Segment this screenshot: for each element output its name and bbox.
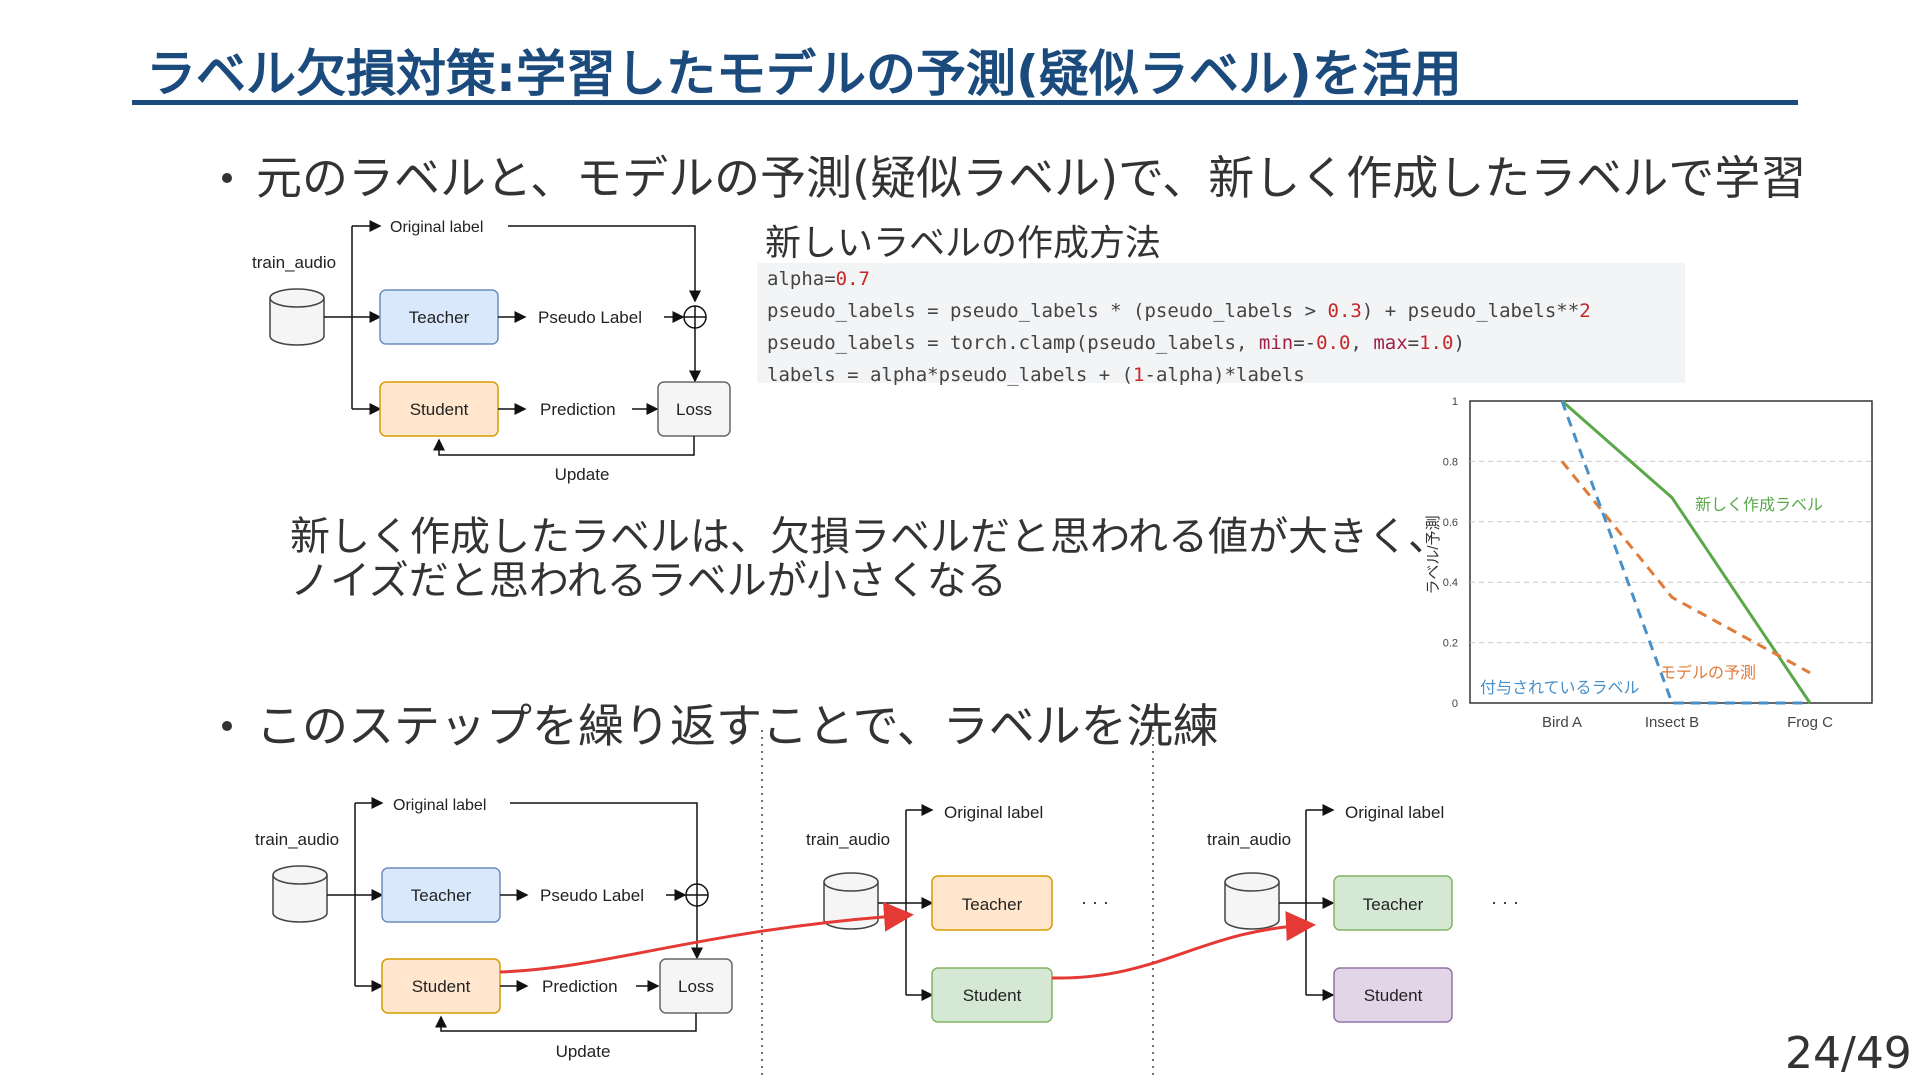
- student-to-teacher-arrow: [499, 901, 914, 974]
- series-label-new: 新しく作成ラベル: [1695, 496, 1823, 514]
- database-icon: [269, 288, 325, 346]
- original-label-text: Original label: [390, 219, 483, 236]
- code-block: alpha=0.7 pseudo_labels = pseudo_labels …: [757, 263, 1685, 386]
- original-label-text: Original label: [944, 803, 1043, 822]
- combine-node-icon: [685, 883, 709, 907]
- method-heading: 新しいラベルの作成方法: [765, 223, 1162, 264]
- update-label: Update: [555, 465, 610, 484]
- bullet-dot: [222, 172, 232, 183]
- bottom-pipeline-step-2: train_audio Original label Teacher Stude…: [806, 803, 1109, 1023]
- note-text: 新しく作成したラベルは、欠損ラベルだと思われる値が大きく、 ノイズだと思われるラ…: [290, 515, 1448, 603]
- train-audio-label: train_audio: [252, 253, 336, 272]
- teacher-label: Teacher: [411, 886, 472, 905]
- train-audio-label: train_audio: [255, 830, 339, 849]
- code-line-2: pseudo_labels = pseudo_labels * (pseudo_…: [767, 300, 1591, 322]
- chart-series: [1560, 399, 1812, 705]
- bullet-dot: [222, 720, 232, 731]
- student-box: [1333, 967, 1453, 1023]
- ellipsis: · · ·: [1081, 892, 1109, 912]
- student-label: Student: [410, 400, 469, 419]
- teacher-label: Teacher: [962, 895, 1023, 914]
- pseudo-label-text: Pseudo Label: [538, 308, 642, 327]
- x-tick-label: Bird A: [1542, 714, 1582, 731]
- chart-grid: [1470, 460, 1872, 644]
- y-tick-label: 0.4: [1443, 577, 1458, 589]
- bullet-2-text: このステップを繰り返すことで、ラベルを洗練: [256, 699, 1219, 753]
- teacher-label: Teacher: [1363, 895, 1424, 914]
- pseudo-label-text: Pseudo Label: [540, 886, 644, 905]
- chart-y-ticks: 0 0.2 0.4 0.6 0.8 1: [1443, 396, 1458, 710]
- train-audio-label: train_audio: [1207, 830, 1291, 849]
- title-underline: [132, 100, 1798, 105]
- combine-node-icon: [683, 305, 707, 329]
- series-label-given: 付与されているラベル: [1480, 679, 1640, 697]
- series-line: [1561, 399, 1812, 704]
- prediction-text: Prediction: [542, 977, 618, 996]
- ellipsis: · · ·: [1491, 892, 1519, 912]
- student-label: Student: [963, 986, 1022, 1005]
- code-line-4: labels = alpha*pseudo_labels + (1-alpha)…: [767, 364, 1305, 386]
- series-label-prediction: モデルの予測: [1660, 663, 1756, 682]
- note-line-2: ノイズだと思われるラベルが小さくなる: [290, 558, 1007, 604]
- student-box: [931, 967, 1053, 1023]
- loss-label: Loss: [678, 977, 714, 996]
- chart-y-label: ラベル/予測: [1425, 515, 1442, 594]
- chart-frame: [1469, 400, 1873, 704]
- code-line-3: pseudo_labels = torch.clamp(pseudo_label…: [767, 332, 1465, 354]
- top-pipeline-diagram: train_audio Original label Teacher Stude…: [252, 219, 731, 484]
- bottom-pipeline-step-1: train_audio Original label Teacher Stude…: [255, 797, 733, 1061]
- teacher-box: [931, 875, 1053, 931]
- bullet-1-text: 元のラベルと、モデルの予測(疑似ラベル)で、新しく作成したラベルで学習: [256, 151, 1807, 205]
- x-tick-label: Frog C: [1787, 714, 1833, 731]
- series-line: [1560, 400, 1810, 705]
- original-label-text: Original label: [393, 797, 486, 814]
- y-tick-label: 0.8: [1443, 456, 1458, 468]
- x-tick-label: Insect B: [1645, 714, 1699, 731]
- bullet-1: 元のラベルと、モデルの予測(疑似ラベル)で、新しく作成したラベルで学習: [222, 142, 1806, 208]
- loss-label: Loss: [676, 400, 712, 419]
- code-line-1: alpha=0.7: [767, 268, 870, 290]
- student-to-teacher-arrow: [1051, 911, 1316, 980]
- update-label: Update: [556, 1042, 611, 1061]
- chart-x-ticks: Bird A Insect B Frog C: [1542, 714, 1833, 731]
- student-label: Student: [412, 977, 471, 996]
- series-line: [1560, 460, 1811, 675]
- database-icon: [1224, 872, 1280, 930]
- y-tick-label: 1: [1452, 396, 1458, 408]
- y-tick-label: 0.6: [1443, 517, 1458, 529]
- slide-title: ラベル欠損対策:学習したモデルの予測(疑似ラベル)を活用: [146, 45, 1462, 103]
- teacher-label: Teacher: [409, 308, 470, 327]
- database-icon: [272, 865, 328, 923]
- teacher-box: [1333, 875, 1453, 931]
- y-tick-label: 0.2: [1443, 638, 1458, 650]
- chart-background: [1430, 388, 1894, 748]
- prediction-text: Prediction: [540, 400, 616, 419]
- y-tick-label: 0: [1452, 698, 1458, 710]
- page-number: 24/49: [1785, 1028, 1912, 1079]
- train-audio-label: train_audio: [806, 830, 890, 849]
- bullet-2: このステップを繰り返すことで、ラベルを洗練: [222, 690, 1219, 756]
- student-label: Student: [1364, 986, 1423, 1005]
- bottom-pipeline-step-3: train_audio Original label Teacher Stude…: [1207, 803, 1519, 1023]
- note-line-1: 新しく作成したラベルは、欠損ラベルだと思われる値が大きく、: [290, 514, 1448, 560]
- original-label-text: Original label: [1345, 803, 1444, 822]
